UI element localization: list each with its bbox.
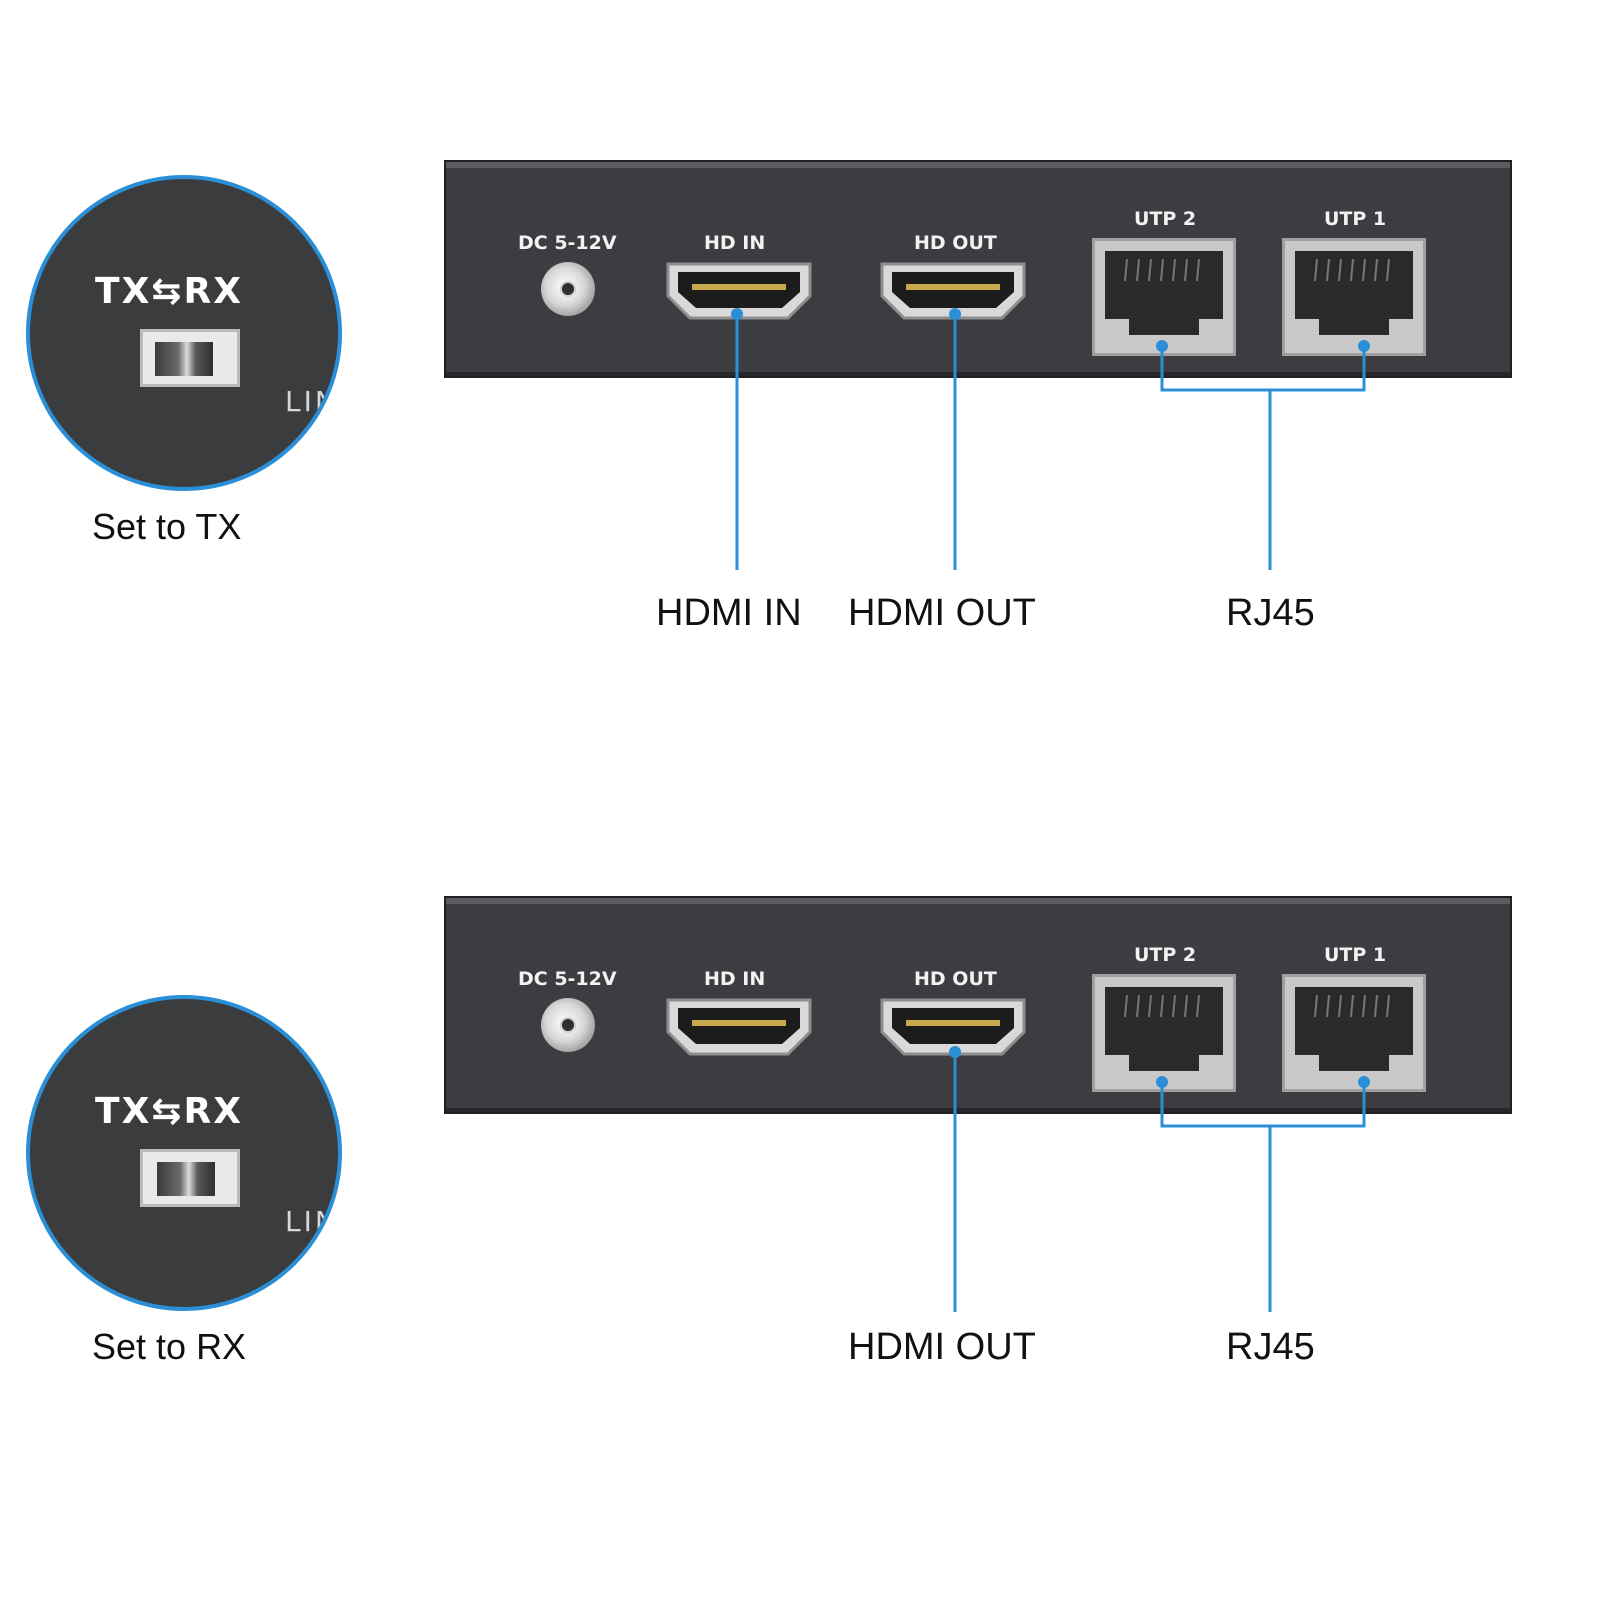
dc-power-jack-icon [541, 998, 595, 1052]
rj45-bracket-line [1160, 346, 1366, 392]
rj45-port-icon [1282, 238, 1426, 356]
rx-device-rear-panel: DC 5-12V HD IN HD OUT UTP 2 [444, 896, 1512, 1114]
rj45-callout: RJ45 [1226, 592, 1315, 634]
rj45-port-icon [1282, 974, 1426, 1092]
rx-section: TX⇆RX LIN Set to RX DC 5-12V HD IN HD OU… [26, 896, 1512, 1368]
rx-mode-caption: Set to RX [92, 1326, 247, 1367]
rx-mode-switch-closeup: TX⇆RX LIN [26, 995, 342, 1311]
utp1-port-label: UTP 1 [1324, 208, 1387, 230]
slide-switch-icon [140, 1149, 240, 1207]
dc-power-jack-icon [541, 262, 595, 316]
hdmi-port-icon [878, 260, 1028, 322]
hd-out-port-label: HD OUT [914, 232, 997, 254]
tx-mode-caption: Set to TX [92, 506, 242, 547]
rj45-bracket-line [1160, 1082, 1366, 1128]
utp1-port-label: UTP 1 [1324, 944, 1387, 966]
dc-port-label: DC 5-12V [518, 232, 617, 254]
switch-knob-rx [157, 1162, 215, 1196]
lin-label: LIN [285, 385, 339, 418]
tx-rx-switch-label: TX⇆RX [95, 271, 243, 312]
hdmi-out-callout: HDMI OUT [848, 592, 1036, 634]
lin-label: LIN [285, 1205, 339, 1238]
hdmi-port-icon [664, 260, 814, 322]
tx-callout-lines [731, 308, 1370, 570]
tx-device-rear-panel: DC 5-12V HD IN HD OUT UTP 2 [444, 160, 1512, 378]
hd-in-port-label: HD IN [704, 232, 766, 254]
rj45-callout: RJ45 [1226, 1326, 1315, 1368]
hdmi-in-callout: HDMI IN [656, 592, 802, 634]
tx-mode-switch-closeup: TX⇆RX LIN [26, 175, 342, 491]
dc-port-label: DC 5-12V [518, 968, 617, 990]
hdmi-port-icon [664, 996, 814, 1058]
hdmi-port-icon [878, 996, 1028, 1058]
utp2-port-label: UTP 2 [1134, 208, 1197, 230]
hd-in-port-label: HD IN [704, 968, 766, 990]
tx-rx-switch-label: TX⇆RX [95, 1091, 243, 1132]
utp2-port-label: UTP 2 [1134, 944, 1197, 966]
rj45-port-icon [1092, 238, 1236, 356]
rj45-port-icon [1092, 974, 1236, 1092]
hdmi-out-callout: HDMI OUT [848, 1326, 1036, 1368]
switch-knob-tx [155, 342, 213, 376]
hd-out-port-label: HD OUT [914, 968, 997, 990]
slide-switch-icon [140, 329, 240, 387]
tx-section: TX⇆RX LIN Set to TX DC 5-12V HD IN HD OU… [26, 160, 1512, 634]
